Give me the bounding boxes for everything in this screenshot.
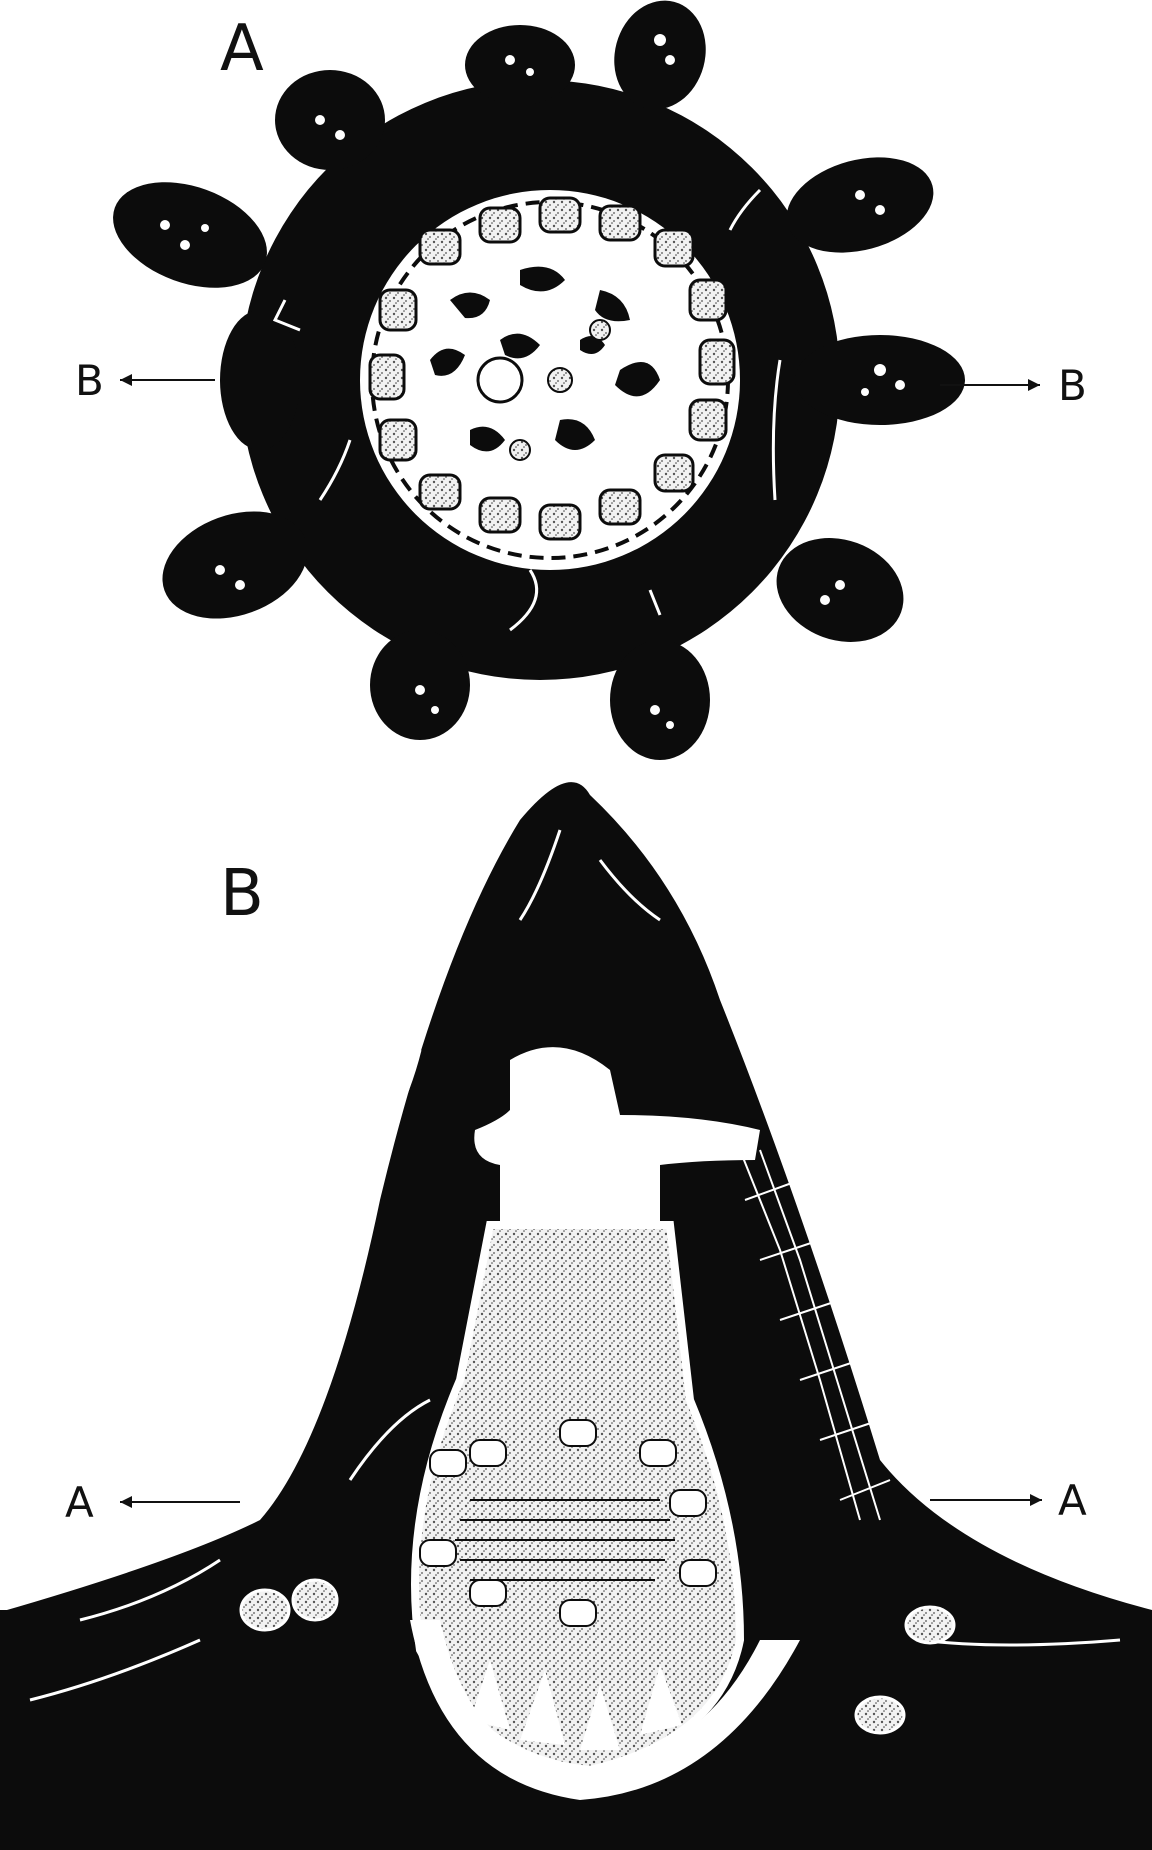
svg-text:B: B xyxy=(75,356,104,405)
svg-text:A: A xyxy=(1058,1476,1087,1525)
svg-text:A: A xyxy=(65,1478,94,1527)
central-core xyxy=(360,190,740,570)
section-mark-a-left: A xyxy=(65,1478,240,1527)
panel-b-longitudinal-section: B xyxy=(0,782,1152,1850)
section-mark-a-right: A xyxy=(930,1476,1087,1525)
panel-b-title: B xyxy=(220,857,264,931)
panel-a-cross-section: A xyxy=(75,0,1087,760)
svg-text:B: B xyxy=(1058,361,1087,410)
section-mark-b-left: B xyxy=(75,356,215,405)
panel-a-title: A xyxy=(220,12,264,86)
